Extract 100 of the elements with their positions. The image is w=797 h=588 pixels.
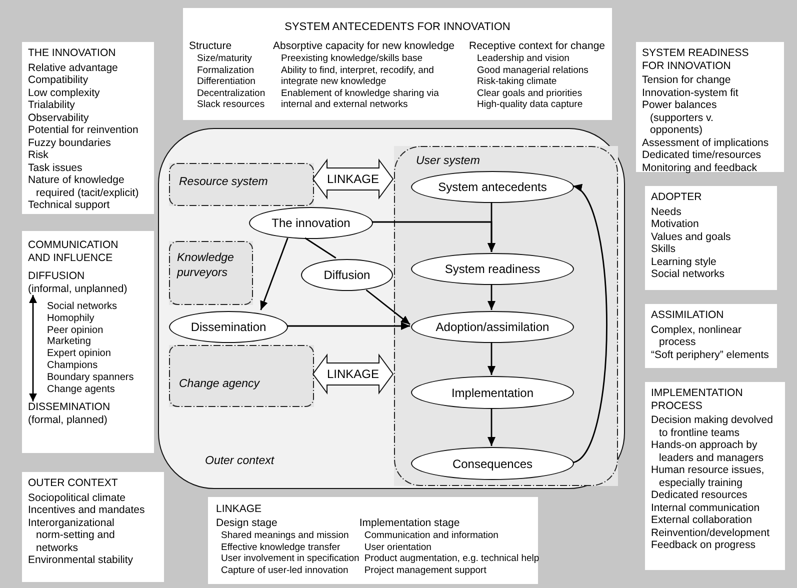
- list-item: Reinvention/development: [651, 526, 770, 539]
- panel-heading: ADOPTER: [651, 191, 703, 204]
- arrow: [287, 322, 410, 330]
- edge-label: LINKAGE: [326, 367, 380, 381]
- list-item: Dedicated resources: [651, 489, 748, 502]
- list-item: Size/maturity: [196, 53, 253, 64]
- process-ellipse: The innovation: [249, 207, 373, 239]
- list-item: Change agents: [47, 384, 116, 396]
- dashed-region: [169, 345, 314, 407]
- info-panel: [636, 42, 784, 172]
- panel-heading: THE INNOVATION: [28, 47, 117, 60]
- list-item: Human resource issues, especially training: [651, 464, 766, 489]
- list-item: Innovation-system fit: [642, 86, 740, 99]
- info-panel: [183, 8, 612, 120]
- list-item: Slack resources: [196, 99, 266, 110]
- list-item: Tension for change: [642, 74, 732, 86]
- list-item: Product augmentation, e.g. technical help: [363, 553, 540, 564]
- list-item: Differentiation: [196, 76, 256, 88]
- list-item: Shared meanings and mission: [220, 530, 350, 542]
- column-heading: Design stage: [216, 516, 278, 530]
- list-item: Peer opinion: [47, 324, 104, 336]
- list-item: Feedback on progress: [651, 539, 756, 552]
- list-item: Social networks: [651, 268, 726, 280]
- column-heading: Absorptive capacity for new knowledge: [273, 40, 456, 53]
- list-item: Decentralization: [196, 88, 266, 99]
- arrow: [260, 238, 288, 310]
- list-item: Compatibility: [28, 74, 90, 86]
- list-item: High-quality data capture: [476, 99, 584, 110]
- double-arrow: [312, 353, 394, 395]
- list-item: User involvement in specification: [220, 553, 360, 564]
- process-ellipse: Implementation: [411, 376, 574, 409]
- list-item: User orientation: [363, 542, 432, 553]
- column-heading: Receptive context for change: [469, 40, 604, 53]
- info-panel: [22, 231, 154, 453]
- list-item: Potential for reinvention: [28, 124, 140, 136]
- list-item: Risk-taking climate: [476, 76, 558, 88]
- outer-context-region: [158, 128, 625, 489]
- dashed-region: [169, 241, 253, 305]
- list-item: Power balances (supporters v. opponents): [642, 99, 718, 136]
- info-panel: [645, 382, 785, 570]
- info-panel: [22, 472, 164, 582]
- list-item: Values and goals: [651, 230, 732, 243]
- arrow: [488, 342, 496, 375]
- list-item: Low complexity: [28, 86, 101, 99]
- list-item: (formal, planned): [28, 414, 108, 426]
- list-item: Clear goals and priorities: [476, 88, 584, 99]
- list-item: (informal, unplanned): [28, 282, 128, 295]
- list-item: Homophily: [47, 312, 96, 325]
- process-ellipse: Consequences: [411, 447, 574, 480]
- region-label: Knowledge purveyors: [177, 251, 235, 281]
- arrow: [488, 284, 496, 310]
- list-item: Task issues: [28, 162, 84, 174]
- panel-heading: SYSTEM ANTECEDENTS FOR INNOVATION: [284, 20, 512, 34]
- list-item: Capture of user-led innovation: [220, 564, 350, 576]
- panel-heading: COMMUNICATION AND INFLUENCE: [28, 239, 120, 264]
- list-item: Monitoring and feedback: [642, 162, 758, 174]
- panel-heading: ASSIMILATION: [651, 309, 725, 322]
- dashed-region: [169, 163, 314, 206]
- info-panel: [645, 304, 777, 368]
- region-label: Resource system: [179, 175, 268, 190]
- info-panel: [645, 186, 777, 290]
- list-item: Trialability: [28, 99, 76, 112]
- region-label: User system: [416, 154, 480, 169]
- process-ellipse: System antecedents: [411, 171, 574, 203]
- list-item: Boundary spanners: [47, 372, 134, 384]
- list-item: Relative advantage: [28, 62, 119, 74]
- list-item: Champions: [47, 360, 99, 372]
- list-item: Needs: [651, 206, 682, 218]
- list-item: Motivation: [651, 218, 700, 230]
- list-item: Learning style: [651, 256, 718, 268]
- list-item: Expert opinion: [47, 348, 112, 360]
- process-ellipse: System readiness: [411, 253, 574, 285]
- list-item: Nature of knowledge required (tacit/explicit): [28, 174, 140, 199]
- list-item: Hands-on approach by leaders and managers: [651, 439, 764, 464]
- list-item: Fuzzy boundaries: [28, 136, 112, 149]
- process-ellipse: Dissemination: [169, 311, 288, 343]
- list-item: Enablement of knowledge sharing via internal and external networks: [280, 88, 440, 110]
- list-item: Dedicated time/resources: [642, 149, 762, 162]
- list-item: Skills: [651, 243, 677, 256]
- list-item: Marketing: [47, 336, 92, 348]
- list-item: Interorganizational norm-setting and networks: [28, 516, 116, 554]
- panel-heading: OUTER CONTEXT: [28, 477, 119, 490]
- region-label: Change agency: [179, 377, 260, 392]
- list-item: Risk: [28, 149, 50, 162]
- list-item: Social networks: [47, 301, 118, 313]
- panel-heading: IMPLEMENTATION PROCESS: [651, 387, 744, 412]
- double-arrow: [312, 158, 394, 200]
- list-item: External collaboration: [651, 514, 753, 526]
- list-item: Preexisting knowledge/skills base: [280, 53, 424, 64]
- list-item: Environmental stability: [28, 554, 134, 566]
- list-item: Project management support: [363, 564, 488, 576]
- info-panel: [208, 497, 538, 584]
- column-heading: Implementation stage: [359, 516, 461, 530]
- panel-heading: LINKAGE: [216, 503, 263, 516]
- list-item: Ability to find, interpret, recodify, and integrate new knowledge: [280, 64, 435, 88]
- column-heading: Structure: [189, 40, 233, 53]
- info-panel: [22, 42, 154, 214]
- list-item: Incentives and mandates: [28, 504, 146, 516]
- arrow: [366, 289, 410, 325]
- panel-heading: DIFFUSION: [28, 270, 86, 282]
